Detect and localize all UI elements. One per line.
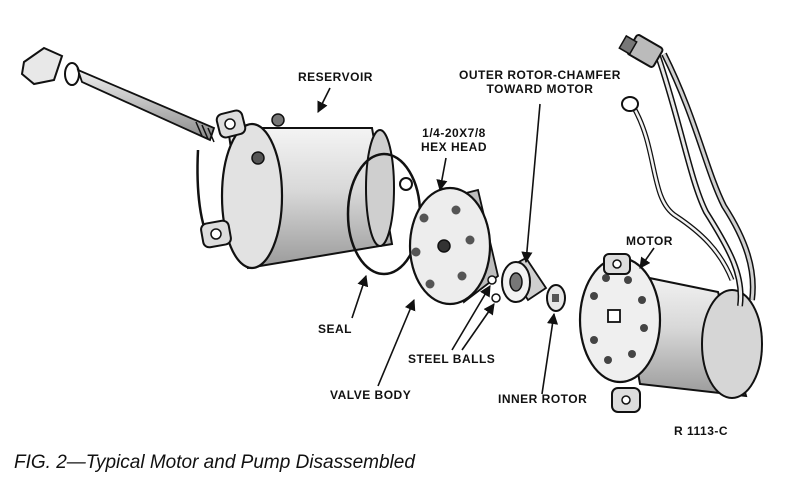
leader-steel-ball-2 bbox=[461, 303, 495, 351]
leader-inner-rotor bbox=[541, 312, 559, 395]
outer-rotor bbox=[501, 256, 548, 303]
inner-rotor bbox=[546, 284, 566, 312]
valve-body-disc bbox=[408, 186, 500, 306]
seal-grommet bbox=[399, 177, 413, 191]
label-valve-body: VALVE BODY bbox=[330, 388, 412, 402]
label-seal: SEAL bbox=[318, 322, 353, 336]
ring-terminal-icon bbox=[621, 96, 639, 112]
steel-ball bbox=[487, 275, 497, 285]
figure-caption: FIG. 2—Typical Motor and Pump Disassembl… bbox=[14, 452, 415, 473]
label-outer-rotor-line1: OUTER ROTOR-CHAMFER bbox=[459, 68, 621, 82]
label-inner-rotor: INNER ROTOR bbox=[498, 392, 588, 406]
leader-hex-head bbox=[436, 157, 448, 192]
reservoir-can bbox=[196, 109, 395, 270]
label-hex-head-line1: 1/4-20X7/8 bbox=[422, 126, 486, 140]
motor-housing bbox=[578, 253, 763, 413]
leader-steel-ball-1 bbox=[451, 285, 491, 351]
figure-number: R 1113-C bbox=[674, 424, 729, 438]
leader-reservoir bbox=[317, 87, 331, 114]
label-hex-head: 1/4-20X7/8 HEX HEAD bbox=[412, 126, 496, 154]
leader-seal bbox=[351, 274, 369, 319]
label-motor: MOTOR bbox=[626, 234, 673, 248]
label-steel-balls: STEEL BALLS bbox=[408, 352, 496, 366]
leader-valve-body bbox=[377, 298, 416, 387]
leader-motor bbox=[639, 247, 655, 269]
leader-outer-rotor bbox=[521, 103, 541, 264]
through-bolt bbox=[20, 46, 216, 143]
label-hex-head-line2: HEX HEAD bbox=[420, 140, 487, 154]
label-reservoir: RESERVOIR bbox=[298, 70, 373, 84]
bolt-washer bbox=[64, 62, 80, 86]
label-outer-rotor-line2: TOWARD MOTOR bbox=[486, 82, 594, 96]
label-outer-rotor: OUTER ROTOR-CHAMFER TOWARD MOTOR bbox=[440, 68, 640, 96]
motor-wires bbox=[618, 34, 756, 307]
leader-lines bbox=[317, 87, 655, 395]
steel-ball bbox=[491, 293, 501, 303]
